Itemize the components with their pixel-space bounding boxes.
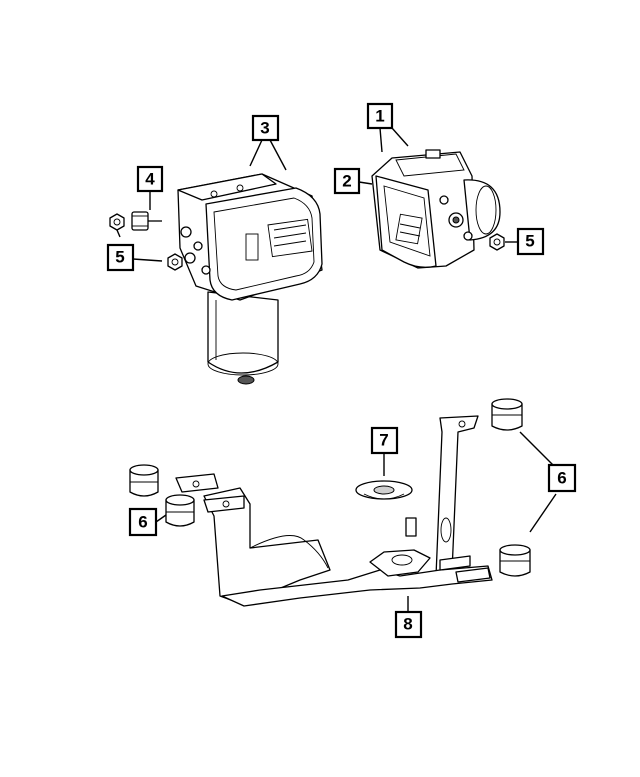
nut-left-upper <box>109 213 125 231</box>
callout-6-right: 6 <box>547 463 577 493</box>
isolator-lower-right <box>499 544 531 577</box>
callout-8: 8 <box>394 610 423 639</box>
callout-7-number: 7 <box>379 431 388 450</box>
callout-8-number: 8 <box>403 615 412 634</box>
callout-6-right-number: 6 <box>557 469 566 488</box>
callout-2-number: 2 <box>342 172 351 191</box>
nut-right <box>489 233 505 251</box>
mounting-bracket <box>175 415 493 607</box>
abs-module-right <box>371 149 501 269</box>
abs-module-left <box>177 173 323 385</box>
callout-3: 3 <box>251 114 280 142</box>
callout-4-number: 4 <box>145 170 155 189</box>
callout-2: 2 <box>333 167 361 195</box>
callout-4: 4 <box>136 165 164 193</box>
isolator-upper-right <box>491 398 523 431</box>
callout-1: 1 <box>366 102 394 130</box>
callout-6-left: 6 <box>128 507 158 537</box>
leader-lines <box>116 127 557 612</box>
callout-5-left: 5 <box>106 243 135 272</box>
callout-1-number: 1 <box>375 107 384 126</box>
isolator-lower-left <box>165 494 195 527</box>
callout-5-left-number: 5 <box>115 248 124 267</box>
nut-left-lower <box>167 253 183 271</box>
callout-3-number: 3 <box>260 119 269 138</box>
grommet <box>355 480 413 500</box>
callout-5-right: 5 <box>516 227 545 256</box>
callout-7: 7 <box>370 426 399 455</box>
callout-5-right-number: 5 <box>525 232 534 251</box>
stud-bolt <box>131 211 162 231</box>
isolator-upper-left <box>129 464 159 497</box>
callout-6-left-number: 6 <box>138 513 147 532</box>
